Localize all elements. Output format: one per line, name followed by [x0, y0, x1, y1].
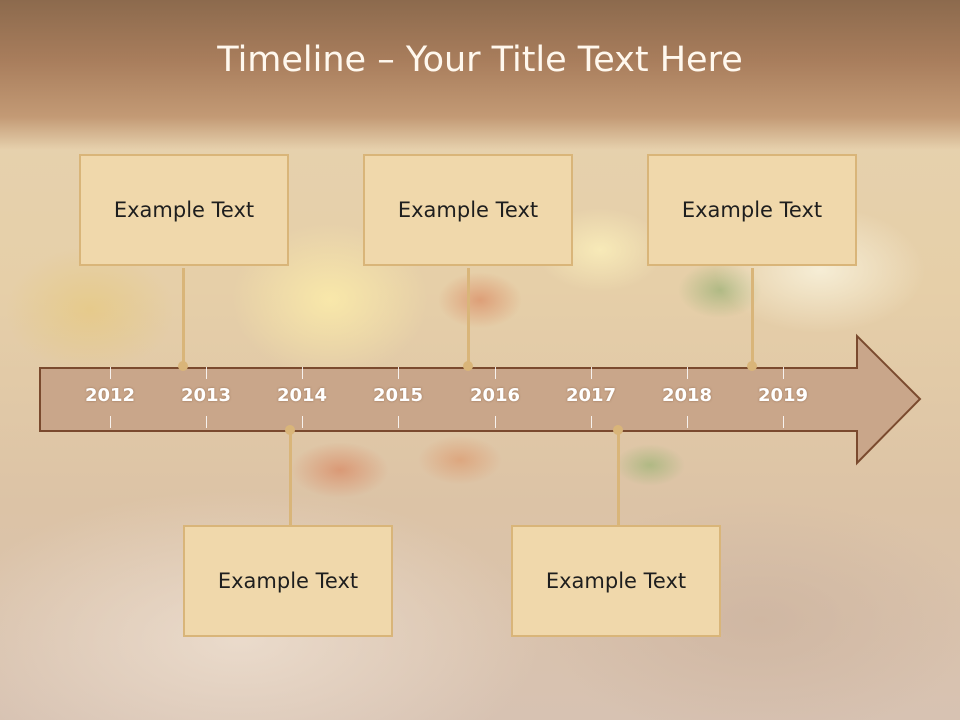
- year-tick: [110, 416, 111, 428]
- event-marker: [178, 361, 188, 371]
- year-label-2016: 2016: [469, 385, 521, 406]
- event-connector: [751, 268, 754, 366]
- event-connector: [467, 268, 470, 366]
- year-tick: [783, 416, 784, 428]
- year-tick: [687, 367, 688, 379]
- year-label-2019: 2019: [757, 385, 809, 406]
- year-tick: [495, 367, 496, 379]
- year-tick: [591, 367, 592, 379]
- year-label-2012: 2012: [84, 385, 136, 406]
- year-tick: [110, 367, 111, 379]
- event-card-top-2[interactable]: Example Text: [363, 154, 573, 266]
- event-marker: [463, 361, 473, 371]
- year-label-2013: 2013: [180, 385, 232, 406]
- year-label-2017: 2017: [565, 385, 617, 406]
- year-tick: [783, 367, 784, 379]
- event-card-top-1[interactable]: Example Text: [79, 154, 289, 266]
- year-tick: [591, 416, 592, 428]
- event-marker: [613, 425, 623, 435]
- year-tick: [687, 416, 688, 428]
- event-card-bottom-1[interactable]: Example Text: [183, 525, 393, 637]
- slide-title[interactable]: Timeline – Your Title Text Here: [217, 40, 743, 80]
- year-tick: [398, 367, 399, 379]
- year-label-2018: 2018: [661, 385, 713, 406]
- year-tick: [302, 416, 303, 428]
- year-label-2015: 2015: [372, 385, 424, 406]
- title-band: [0, 0, 960, 150]
- event-marker: [285, 425, 295, 435]
- event-card-bottom-2[interactable]: Example Text: [511, 525, 721, 637]
- year-tick: [206, 416, 207, 428]
- event-connector: [182, 268, 185, 366]
- year-label-2014: 2014: [276, 385, 328, 406]
- year-tick: [302, 367, 303, 379]
- event-connector: [289, 431, 292, 527]
- year-tick: [206, 367, 207, 379]
- year-tick: [495, 416, 496, 428]
- event-marker: [747, 361, 757, 371]
- event-card-top-3[interactable]: Example Text: [647, 154, 857, 266]
- year-tick: [398, 416, 399, 428]
- event-connector: [617, 431, 620, 527]
